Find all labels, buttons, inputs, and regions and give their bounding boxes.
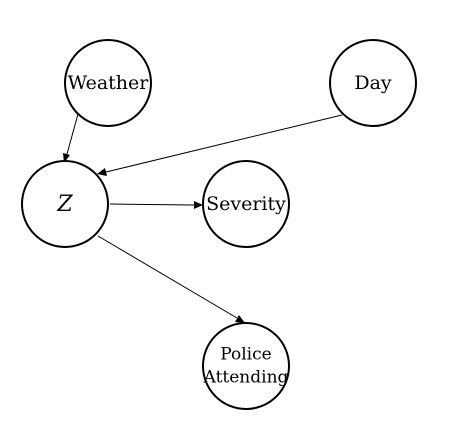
node-police-attending-label-line1: Police [220, 345, 271, 365]
node-weather-label: Weather [68, 72, 150, 94]
edge-z-to-police [97, 235, 238, 319]
node-severity-label: Severity [206, 193, 286, 215]
arrowhead-z-to-severity [194, 201, 203, 209]
node-z-label: Z [56, 192, 73, 217]
node-z-circle [21, 160, 109, 248]
node-z: Z [21, 160, 109, 248]
node-severity: Severity [202, 160, 290, 248]
node-police-attending-circle [202, 322, 290, 410]
node-day-circle [329, 39, 417, 127]
node-police-attending: Police Attending [202, 322, 290, 410]
node-police-attending-label-line2: Attending [203, 368, 289, 388]
edge-weather-to-z [66, 113, 79, 155]
node-day-label: Day [354, 72, 392, 94]
node-weather-circle [64, 39, 152, 127]
node-weather: Weather [64, 39, 152, 127]
arrowhead-z-to-police [235, 315, 245, 323]
edge-z-to-severity [109, 203, 195, 206]
node-day: Day [329, 39, 417, 127]
edge-day-to-z [105, 114, 343, 173]
arrowhead-day-to-z [97, 168, 107, 176]
node-severity-circle [202, 160, 290, 248]
